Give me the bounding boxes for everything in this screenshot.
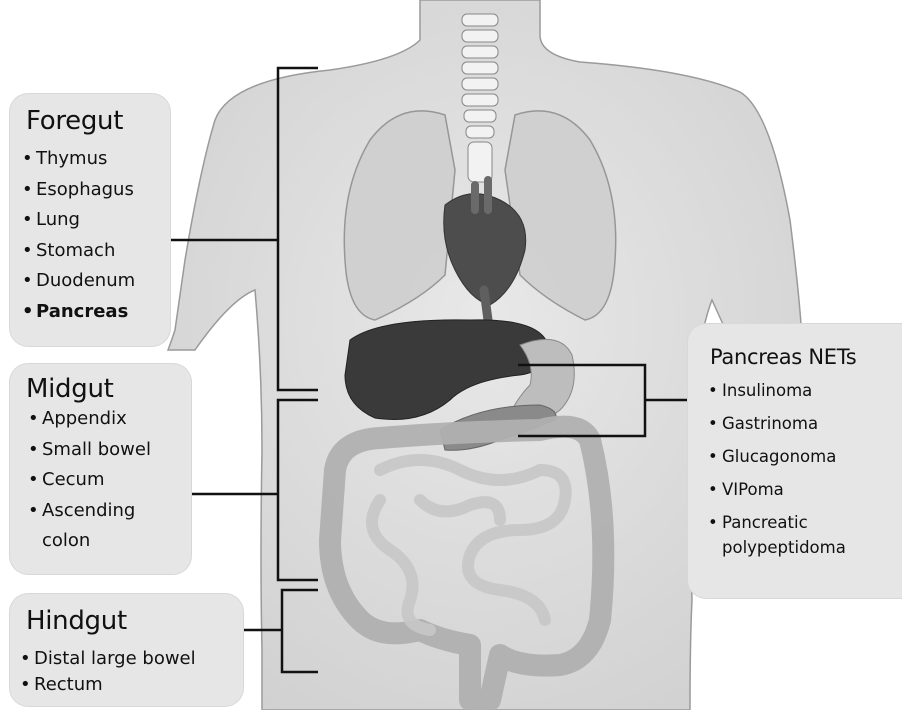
list-item-pancreas: •Pancreas xyxy=(22,297,135,328)
hindgut-box: Hindgut •Distal large bowel •Rectum xyxy=(10,594,243,706)
list-item: •Stomach xyxy=(22,236,135,267)
list-item: •Duodenum xyxy=(22,266,135,297)
list-item: •Distal large bowel xyxy=(20,646,196,672)
list-item: •Cecum xyxy=(28,465,151,496)
foregut-box: Foregut •Thymus •Esophagus •Lung •Stomac… xyxy=(10,94,170,346)
list-item: •Ascending xyxy=(28,496,151,527)
list-item: •Esophagus xyxy=(22,175,135,206)
list-item: •Thymus xyxy=(22,144,135,175)
list-item: •Appendix xyxy=(28,404,151,435)
list-item: •Pancreatic polypeptidoma xyxy=(708,506,846,561)
pancreas-nets-list: •Insulinoma •Gastrinoma •Glucagonoma •VI… xyxy=(708,374,846,561)
list-item: •Lung xyxy=(22,205,135,236)
list-item: •Rectum xyxy=(20,672,196,698)
hindgut-title: Hindgut xyxy=(26,606,127,636)
list-item: •Gastrinoma xyxy=(708,407,846,440)
list-item: •VIPoma xyxy=(708,473,846,506)
list-item-continuation: colon xyxy=(28,526,151,557)
list-item: •Glucagonoma xyxy=(708,440,846,473)
pancreas-nets-title: Pancreas NETs xyxy=(710,342,856,372)
midgut-box: Midgut •Appendix •Small bowel •Cecum •As… xyxy=(10,364,191,574)
midgut-list: •Appendix •Small bowel •Cecum •Ascending… xyxy=(28,404,151,557)
pancreas-nets-box: Pancreas NETs •Insulinoma •Gastrinoma •G… xyxy=(688,324,902,598)
foregut-list: •Thymus •Esophagus •Lung •Stomach •Duode… xyxy=(22,144,135,328)
list-item: •Small bowel xyxy=(28,435,151,466)
foregut-title: Foregut xyxy=(26,106,123,136)
list-item: •Insulinoma xyxy=(708,374,846,407)
list-item-continuation: polypeptidoma xyxy=(708,535,846,561)
hindgut-list: •Distal large bowel •Rectum xyxy=(20,646,196,698)
midgut-title: Midgut xyxy=(26,374,114,404)
